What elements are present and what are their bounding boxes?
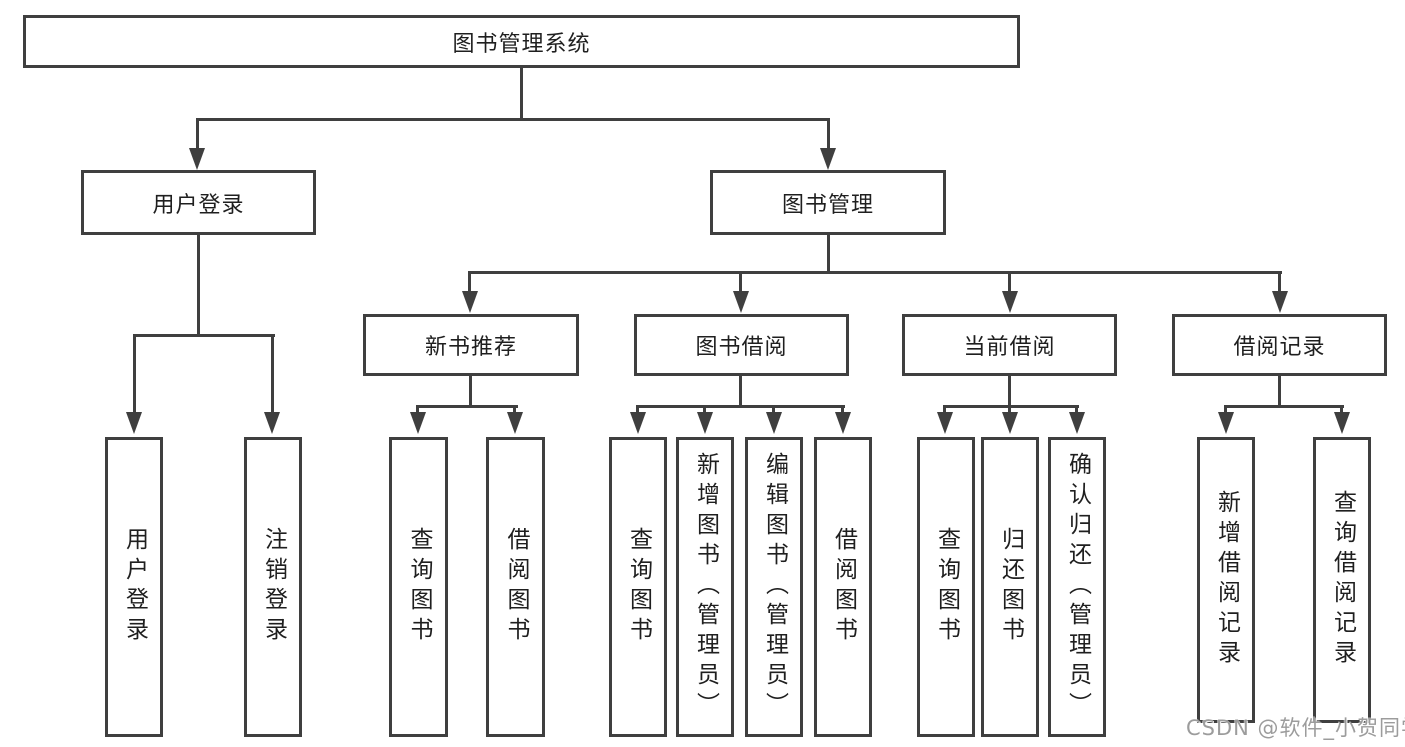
connector-recommend-stem [469,376,472,407]
leaf-user-login-label: 用户登录 [121,527,148,647]
arrowhead-down-icon [820,148,836,170]
node-book-management: 图书管理 [710,170,946,235]
connector-leaf-stem [943,405,946,415]
node-book-borrowing: 图书借阅 [634,314,849,376]
connector-borrowing-stem [739,376,742,407]
connector-user-login-stem [196,118,199,152]
leaf-edit-books-admin: 编辑图书（管理员） [745,437,803,737]
connector-root-stem [520,68,523,121]
connector-leaf-stem [636,405,639,415]
leaf-recommend-query-books: 查询图书 [389,437,448,737]
leaf-add-books-admin-label: 新增图书（管理员） [692,452,719,722]
arrowhead-down-icon [507,412,523,434]
csdn-watermark: CSDN @软件_小贺同学 [1186,716,1405,740]
leaf-add-books-admin: 新增图书（管理员） [676,437,734,737]
node-book-management-label: 图书管理 [781,192,874,218]
arrowhead-down-icon [1069,412,1085,434]
connector-leaf-stem [1008,405,1011,415]
connector-records-stem [1278,376,1281,407]
node-borrowing-records: 借阅记录 [1172,314,1387,376]
connector-level3-hline [468,271,1282,274]
connector-leaf-stem [1008,271,1011,293]
leaf-user-login: 用户登录 [105,437,163,737]
node-user-login-label: 用户登录 [152,192,245,218]
leaf-query-borrow-record: 查询借阅记录 [1313,437,1371,723]
node-current-borrowing-label: 当前借阅 [963,335,1056,360]
connector-leaf-stem [271,334,274,416]
connector-leaf-stem [739,271,742,293]
connector-book-mgmt-stem [827,118,830,152]
connector-level2-hline [196,118,830,121]
leaf-recommend-borrow-books-label: 借阅图书 [503,527,529,647]
connector-leaf-stem [1224,405,1227,415]
leaf-return-books: 归还图书 [981,437,1039,737]
connector-current-hline [943,405,1079,408]
arrowhead-down-icon [835,412,851,434]
leaf-logout-label: 注销登录 [260,527,287,647]
connector-user-group-stem [197,235,200,336]
arrowhead-down-icon [189,148,205,170]
node-new-book-recommend: 新书推荐 [363,314,579,376]
connector-leaf-stem [1075,405,1078,415]
leaf-query-borrow-record-label: 查询借阅记录 [1329,490,1356,670]
arrowhead-down-icon [1002,412,1018,434]
connector-leaf-stem [772,405,775,415]
arrowhead-down-icon [1334,412,1350,434]
connector-mgmt-stem [827,235,830,273]
leaf-confirm-return-admin: 确认归还（管理员） [1048,437,1106,737]
arrowhead-down-icon [937,412,953,434]
leaf-recommend-borrow-books: 借阅图书 [486,437,545,737]
leaf-recommend-query-books-label: 查询图书 [406,527,432,647]
arrowhead-down-icon [697,412,713,434]
leaf-borrowing-query-books-label: 查询图书 [625,527,652,647]
arrowhead-down-icon [410,412,426,434]
connector-leaf-stem [703,405,706,415]
leaf-add-borrow-record: 新增借阅记录 [1197,437,1255,723]
leaf-borrow-books: 借阅图书 [814,437,872,737]
leaf-edit-books-admin-label: 编辑图书（管理员） [761,452,788,722]
connector-leaf-stem [1278,271,1281,293]
node-new-book-recommend-label: 新书推荐 [424,335,517,360]
leaf-return-books-label: 归还图书 [997,527,1024,647]
arrowhead-down-icon [462,291,478,313]
connector-current-stem [1008,376,1011,407]
arrowhead-down-icon [1218,412,1234,434]
connector-leaf-stem [133,334,136,416]
connector-recommend-hline [416,405,518,408]
arrowhead-down-icon [1272,291,1288,313]
node-borrowing-records-label: 借阅记录 [1233,335,1326,360]
leaf-add-borrow-record-label: 新增借阅记录 [1213,490,1240,670]
arrowhead-down-icon [766,412,782,434]
node-library-system: 图书管理系统 [23,15,1020,68]
arrowhead-down-icon [1002,291,1018,313]
connector-leaf-stem [513,405,516,415]
leaf-borrow-books-label: 借阅图书 [830,527,857,647]
leaf-borrowing-query-books: 查询图书 [609,437,667,737]
connector-user-group-hline [133,334,275,337]
connector-leaf-stem [416,405,419,415]
leaf-logout: 注销登录 [244,437,302,737]
connector-borrowing-hline [636,405,845,408]
connector-leaf-stem [1340,405,1343,415]
arrowhead-down-icon [630,412,646,434]
arrowhead-down-icon [126,412,142,434]
node-user-login: 用户登录 [81,170,316,235]
leaf-current-query-books: 查询图书 [917,437,975,737]
leaf-current-query-books-label: 查询图书 [933,527,960,647]
connector-leaf-stem [468,271,471,293]
connector-records-hline [1224,405,1344,408]
node-book-borrowing-label: 图书借阅 [695,335,788,360]
node-library-system-label: 图书管理系统 [452,31,591,57]
leaf-confirm-return-admin-label: 确认归还（管理员） [1064,452,1091,722]
connector-leaf-stem [841,405,844,415]
arrowhead-down-icon [733,291,749,313]
node-current-borrowing: 当前借阅 [902,314,1117,376]
arrowhead-down-icon [264,412,280,434]
